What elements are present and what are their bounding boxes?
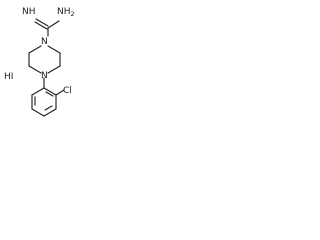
- bond-ar-1-2: [43, 87, 57, 96]
- chloro-label: Cl: [63, 86, 72, 96]
- amine-text: NH: [57, 7, 71, 17]
- bond-n1-c2: [47, 45, 61, 54]
- salt-label: HI: [4, 72, 14, 82]
- bond-ar-inner-b: [44, 105, 53, 111]
- amine-subscript: 2: [71, 10, 75, 18]
- imine-label: NH: [22, 7, 36, 17]
- bond-ar-6-1: [31, 87, 45, 96]
- bond-ar-cl: [55, 89, 65, 96]
- bond-c-nh-double-a: [35, 18, 49, 27]
- bond-c-nh2: [47, 20, 60, 29]
- piperazine-n-bottom-label: N: [41, 71, 48, 81]
- bond-c6-n1: [28, 45, 42, 54]
- bond-n4-c5: [28, 65, 42, 74]
- bond-c-nh-double-b: [34, 21, 48, 30]
- bond-ar-3-4: [43, 108, 57, 117]
- piperazine-n-top-label: N: [41, 37, 48, 47]
- amine-label: NH2: [57, 7, 75, 18]
- bond-ar-inner-a: [45, 91, 54, 97]
- chemical-structure-diagram: NH NH2 N N Cl: [22, 7, 75, 117]
- bond-ar-4-5: [31, 108, 45, 117]
- bond-c3-n4: [47, 65, 61, 74]
